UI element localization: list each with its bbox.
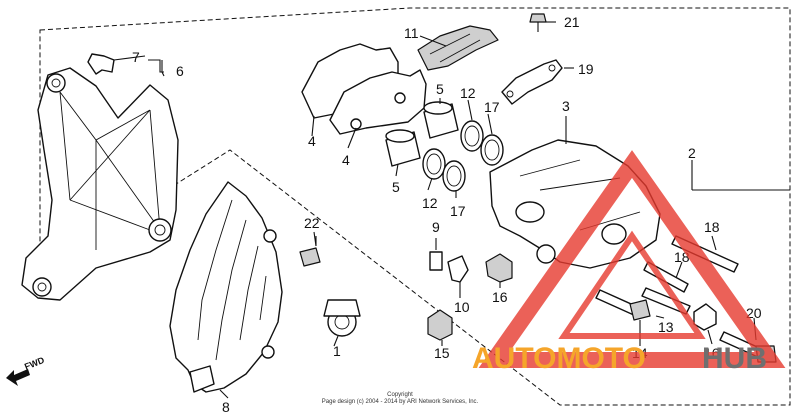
callout-4a: 4 bbox=[308, 133, 316, 149]
bolt-22-part bbox=[299, 236, 321, 267]
copyright-line-1: Copyright bbox=[387, 392, 413, 398]
copyright-line-2: Page design (c) 2004 - 2014 by ARI Netwo… bbox=[322, 399, 479, 405]
bolt-21-part bbox=[529, 13, 547, 32]
callout-4b: 4 bbox=[342, 152, 350, 168]
piston-part bbox=[385, 101, 459, 167]
callout-10: 10 bbox=[454, 299, 470, 315]
forward-direction-marker: FWD bbox=[6, 355, 46, 386]
callout-21: 21 bbox=[564, 14, 580, 30]
callout-18a: 18 bbox=[704, 219, 720, 235]
watermark-triangle bbox=[478, 150, 786, 368]
callout-13: 13 bbox=[658, 319, 674, 335]
callout-16a: 16 bbox=[492, 289, 508, 305]
callout-1: 1 bbox=[333, 343, 341, 359]
callout-8: 8 bbox=[222, 399, 230, 415]
callout-7: 7 bbox=[132, 49, 140, 65]
watermark-logo: AUTOMOTO HUB bbox=[472, 150, 786, 375]
callout-5b: 5 bbox=[392, 179, 400, 195]
callout-2: 2 bbox=[688, 145, 696, 161]
caps-16-part bbox=[485, 253, 717, 331]
callout-3: 3 bbox=[562, 98, 570, 114]
pad-spring-part bbox=[417, 25, 499, 71]
bleeder-part bbox=[429, 251, 469, 283]
caliper-bracket-part bbox=[21, 67, 179, 301]
callout-20: 20 bbox=[746, 305, 762, 321]
plate-19-part bbox=[501, 59, 563, 105]
copyright-notice: Copyright Page design (c) 2004 - 2014 by… bbox=[322, 392, 479, 405]
nut-15-part bbox=[427, 309, 453, 341]
callout-17b: 17 bbox=[450, 203, 466, 219]
callout-22: 22 bbox=[304, 215, 320, 231]
brake-pads-part bbox=[301, 43, 427, 135]
watermark-inner-triangle bbox=[558, 230, 706, 339]
callout-labels: 1 2 3 4 4 5 5 6 7 8 9 10 11 12 12 13 14 … bbox=[132, 14, 762, 415]
pad-clip-part bbox=[87, 53, 164, 75]
callout-5a: 5 bbox=[436, 81, 444, 97]
watermark-text-hub: HUB bbox=[702, 342, 767, 375]
assembly-border bbox=[39, 7, 791, 406]
callout-19: 19 bbox=[578, 61, 594, 77]
watermark-text-main: AUTOMOTO bbox=[472, 342, 646, 375]
callout-11: 11 bbox=[404, 25, 419, 41]
piston-seals-part bbox=[422, 120, 504, 192]
fwd-label: FWD bbox=[23, 355, 46, 372]
bushing-1-part bbox=[323, 299, 361, 337]
callout-15: 15 bbox=[434, 345, 450, 361]
callout-12a: 12 bbox=[460, 85, 476, 101]
disc-cover-part bbox=[169, 181, 283, 393]
callout-17a: 17 bbox=[484, 99, 500, 115]
callout-6: 6 bbox=[176, 63, 184, 79]
callout-9: 9 bbox=[432, 219, 440, 235]
callout-12b: 12 bbox=[422, 195, 438, 211]
